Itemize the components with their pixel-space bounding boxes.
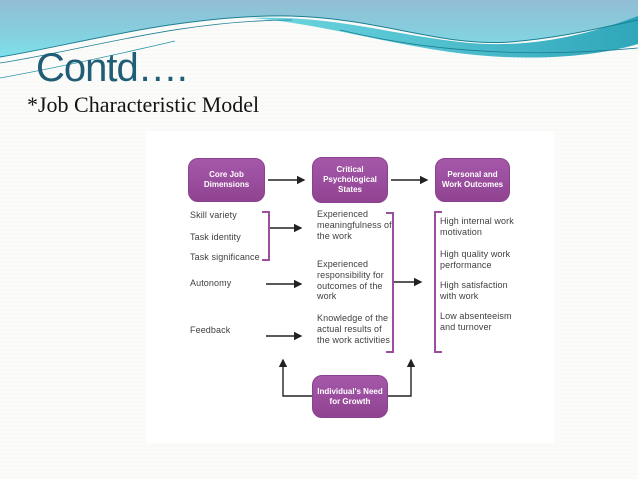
bracket-core-dimensions	[262, 211, 270, 261]
state-knowledge-of-results: Knowledge of the actual results of the w…	[317, 313, 390, 345]
slide-subtitle: *Job Characteristic Model	[27, 92, 260, 117]
state-experienced-meaningfulness: Experienced meaningfulness of the work	[317, 209, 392, 241]
bracket-psychological-states	[386, 212, 394, 353]
core-dimension-autonomy: Autonomy	[190, 278, 232, 288]
core-dimension-skill-variety: Skill variety	[190, 210, 237, 220]
wave-teal-ribbon	[250, 16, 638, 58]
wave-line-4	[339, 29, 638, 54]
box-individuals-need-for-growth: Individual's Need for Growth	[312, 375, 388, 418]
outcome-low-absenteeism: Low absenteeism and turnover	[440, 311, 512, 332]
outcome-high-quality-performance: High quality work performance	[440, 249, 511, 270]
bracket-outcomes	[434, 211, 442, 353]
connector-growth-left	[278, 358, 312, 397]
outcome-high-internal-motivation: High internal work motivation	[440, 216, 514, 237]
diagram-connectors	[262, 175, 442, 397]
wave-line-3	[0, 40, 176, 79]
diagram-panel: Core Job Dimensions Critical Psychologic…	[146, 131, 554, 443]
core-dimension-task-identity: Task identity	[190, 232, 241, 242]
wave-line-1	[0, 15, 638, 58]
box-personal-work-outcomes: Personal and Work Outcomes	[435, 158, 510, 202]
outcome-high-satisfaction: High satisfaction with work	[440, 280, 508, 301]
box-core-job-dimensions: Core Job Dimensions	[188, 158, 265, 202]
wave-line-2	[0, 19, 293, 64]
core-dimension-feedback: Feedback	[190, 325, 231, 335]
header-wave-decoration	[0, 0, 638, 79]
wave-sky-band	[0, 0, 638, 57]
connector-growth-right	[388, 358, 416, 397]
slide-title: Contd….	[36, 46, 188, 90]
core-dimension-task-significance: Task significance	[190, 252, 260, 262]
box-critical-psychological-states: Critical Psychological States	[312, 157, 388, 203]
state-experienced-responsibility: Experienced responsibility for outcomes …	[317, 259, 384, 302]
